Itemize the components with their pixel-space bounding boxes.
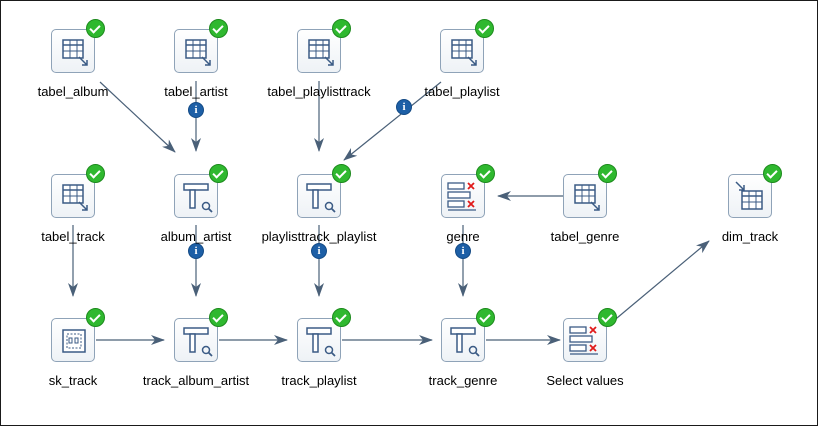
hop-info-icon[interactable]: i [311, 243, 327, 259]
hop-select-values-to-dim-track[interactable] [610, 240, 710, 324]
select-values-icon [569, 326, 598, 355]
step-tabel-playlist[interactable] [440, 19, 494, 73]
table-input-icon [185, 39, 211, 66]
step-label: playlisttrack_playlist [261, 229, 377, 244]
hop-tabel-playlist-to-playlisttrack-playlist[interactable] [343, 81, 442, 161]
success-check-icon [332, 19, 351, 38]
step-label: Select values [546, 373, 624, 388]
hop-info-icon[interactable]: i [396, 99, 412, 115]
success-check-icon [598, 164, 617, 183]
step-genre[interactable] [441, 164, 495, 218]
step-label: tabel_genre [550, 229, 620, 244]
success-check-icon [476, 164, 495, 183]
step-label: tabel_playlist [424, 84, 500, 99]
step-label: tabel_album [37, 84, 109, 99]
step-label: tabel_playlisttrack [267, 84, 371, 99]
lookup-icon [306, 327, 336, 357]
step-playlisttrack-playlist[interactable] [297, 164, 351, 218]
step-tabel-playlisttrack[interactable] [297, 19, 351, 73]
step-track-genre[interactable] [441, 308, 495, 362]
success-check-icon [86, 19, 105, 38]
lookup-icon [306, 183, 336, 213]
success-check-icon [209, 308, 228, 327]
table-input-icon [574, 184, 600, 211]
lookup-icon [183, 327, 213, 357]
lookup-icon [183, 183, 213, 213]
step-label: track_genre [428, 373, 498, 388]
step-label: tabel_track [41, 229, 105, 244]
step-label: track_playlist [281, 373, 357, 388]
step-tabel-track[interactable] [51, 164, 105, 218]
success-check-icon [209, 19, 228, 38]
success-check-icon [332, 308, 351, 327]
step-label: tabel_artist [164, 84, 228, 99]
select-values-icon [447, 182, 476, 211]
hop-info-icon[interactable]: i [188, 243, 204, 259]
step-album-artist[interactable] [174, 164, 228, 218]
success-check-icon [475, 19, 494, 38]
step-track-album-artist[interactable] [174, 308, 228, 362]
success-check-icon [598, 308, 617, 327]
step-tabel-artist[interactable] [174, 19, 228, 73]
success-check-icon [476, 308, 495, 327]
step-track-playlist[interactable] [297, 308, 351, 362]
success-check-icon [209, 164, 228, 183]
step-select-values[interactable] [563, 308, 617, 362]
step-label: genre [446, 229, 480, 244]
step-tabel-genre[interactable] [563, 164, 617, 218]
hop-info-icon[interactable]: i [188, 102, 204, 118]
step-sk-track[interactable] [51, 308, 105, 362]
step-dim-track[interactable] [728, 164, 782, 218]
table-input-icon [308, 39, 334, 66]
table-output-icon [735, 181, 763, 210]
step-label: dim_track [721, 229, 779, 244]
table-input-icon [62, 184, 88, 211]
success-check-icon [86, 308, 105, 327]
lookup-icon [450, 327, 480, 357]
step-label: album_artist [160, 229, 232, 244]
success-check-icon [332, 164, 351, 183]
success-check-icon [86, 164, 105, 183]
step-tabel-album[interactable] [51, 19, 105, 73]
add-sequence-icon [62, 329, 86, 353]
table-input-icon [451, 39, 477, 66]
hop-tabel-album-to-album-artist[interactable] [99, 81, 176, 153]
table-input-icon [62, 39, 88, 66]
step-label: sk_track [48, 373, 98, 388]
success-check-icon [763, 164, 782, 183]
step-label: track_album_artist [142, 373, 250, 388]
hop-info-icon[interactable]: i [455, 243, 471, 259]
